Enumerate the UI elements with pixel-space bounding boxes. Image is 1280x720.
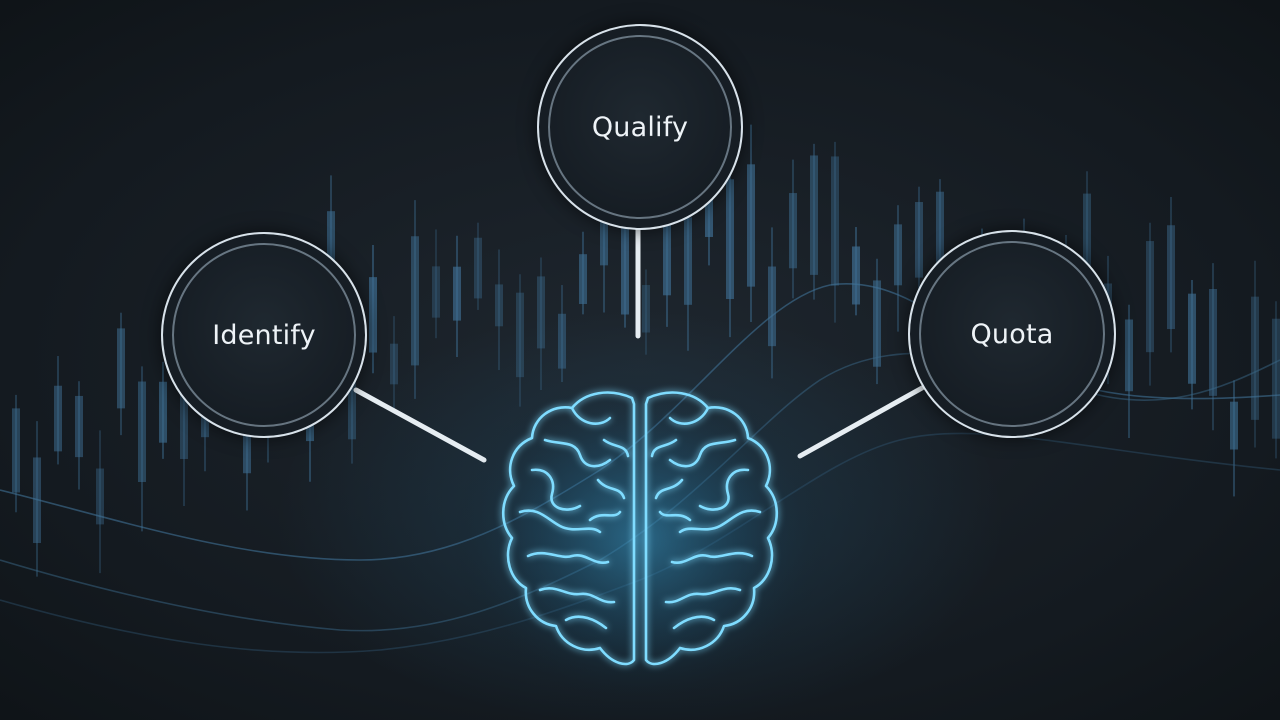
candle-body: [12, 408, 20, 493]
connector-identify: [353, 387, 487, 463]
candle-body: [915, 202, 923, 278]
candle-body: [432, 266, 440, 318]
candle-body: [768, 266, 776, 347]
candle-body: [747, 164, 755, 287]
candle-body: [558, 313, 566, 369]
candle-body: [1251, 296, 1259, 420]
candle-body: [117, 328, 125, 409]
candle-body: [1125, 319, 1133, 392]
candle-body: [348, 349, 356, 440]
node-quota: Quota: [908, 230, 1116, 438]
candle-body: [495, 284, 503, 327]
brain-icon: [501, 391, 779, 666]
candle-body: [159, 381, 167, 443]
candle-body: [621, 216, 629, 315]
candle-body: [1146, 241, 1154, 353]
connector-quota: [797, 385, 925, 459]
candle-body: [75, 395, 83, 458]
candle-body: [138, 381, 146, 483]
candle-body: [180, 387, 188, 459]
candle-body: [54, 385, 62, 452]
node-label-identify: Identify: [212, 319, 316, 351]
candle-body: [894, 224, 902, 286]
candle-body: [1188, 293, 1196, 384]
candle-body: [537, 276, 545, 349]
candle-body: [453, 266, 461, 321]
candle-body: [411, 236, 419, 366]
node-label-quota: Quota: [970, 318, 1054, 350]
candle-body: [642, 285, 650, 333]
candle-body: [96, 468, 104, 525]
candle-body: [369, 277, 377, 353]
candle-body: [789, 193, 797, 269]
candle-body: [243, 425, 251, 474]
candle-body: [390, 343, 398, 385]
candle-body: [726, 179, 734, 300]
candle-body: [600, 184, 608, 266]
candle-body: [852, 246, 860, 305]
candle-body: [1083, 193, 1091, 319]
node-label-quality: Qualify: [591, 111, 689, 143]
candle-body: [810, 155, 818, 275]
candle-body: [516, 292, 524, 378]
candle-body: [474, 237, 482, 299]
candle-body: [1167, 225, 1175, 330]
candle-body: [936, 191, 944, 313]
candle-body: [684, 217, 692, 305]
candle-body: [1209, 288, 1217, 396]
brain-glow: [450, 370, 830, 710]
node-identify: Identify: [161, 232, 367, 438]
candle-body: [831, 156, 839, 286]
candle-body: [873, 280, 881, 367]
candle-body: [1230, 401, 1238, 450]
candle-body: [1272, 318, 1280, 439]
node-quality: Qualify: [537, 24, 743, 230]
candle-body: [663, 201, 671, 296]
candle-body: [579, 254, 587, 304]
connector-lines: [353, 227, 925, 463]
